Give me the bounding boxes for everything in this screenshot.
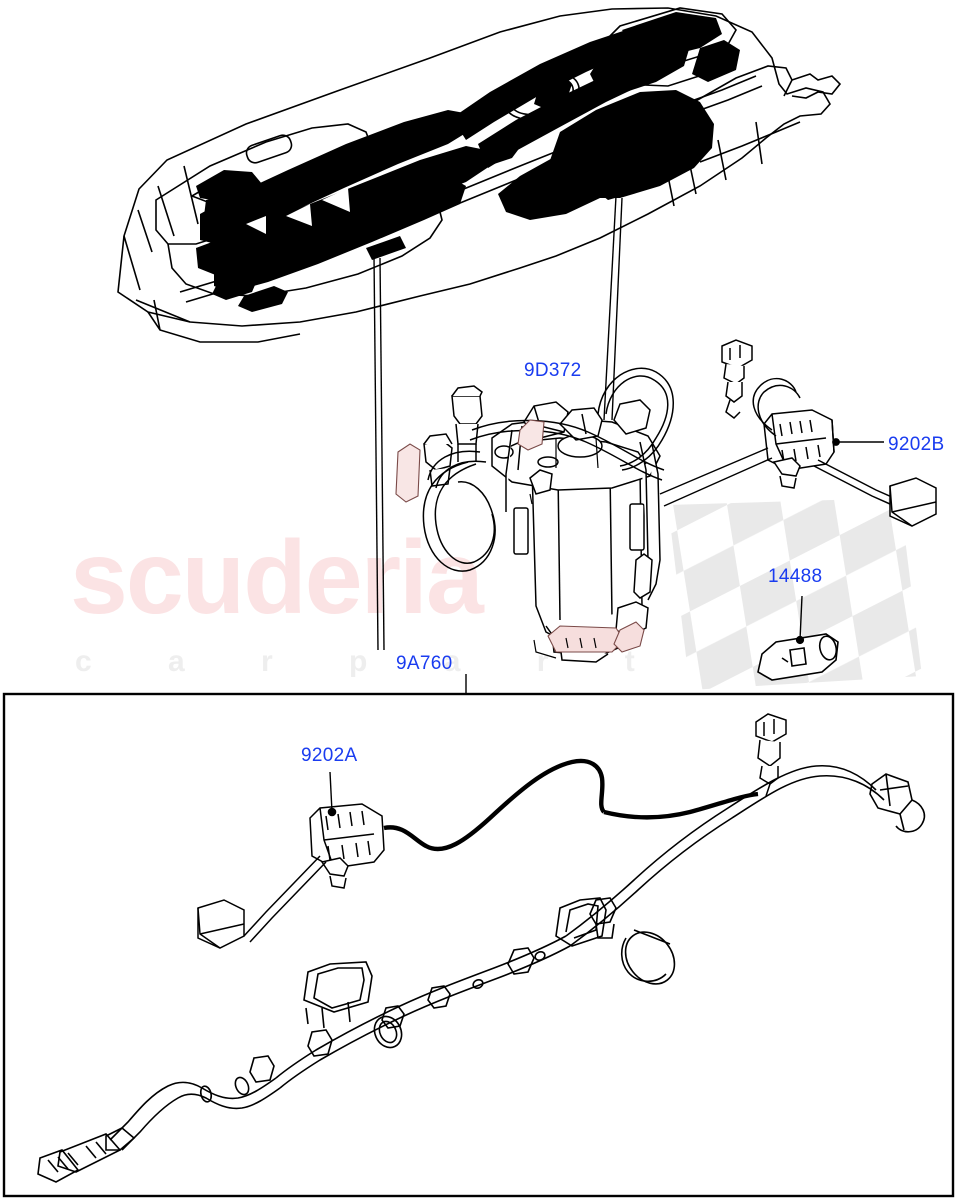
fuel-line-harness — [37, 764, 926, 1183]
leader-lines-tank — [373, 195, 623, 651]
callout-9A760[interactable]: 9A760 — [396, 653, 453, 674]
lower-panel-border — [2, 692, 955, 1198]
watermark-brand: scuderia — [70, 520, 484, 636]
fuel-pump-module-details — [395, 419, 645, 659]
fuel-line-clip — [757, 633, 839, 681]
callout-9202A[interactable]: 9202A — [301, 745, 358, 766]
fuel-level-sender-right — [721, 339, 937, 527]
fuel-level-sender-left — [197, 758, 606, 949]
fuel-pump-module — [422, 367, 674, 663]
leader-line-clip — [795, 595, 805, 645]
callout-9D372[interactable]: 9D372 — [524, 360, 582, 381]
fuel-tank-internal-components — [196, 12, 740, 312]
harness-connector-upper — [755, 713, 787, 797]
watermark-tagline: c a r p a r t s — [75, 645, 762, 678]
callout-14488[interactable]: 14488 — [768, 566, 823, 587]
leader-line-sender-left — [327, 771, 337, 817]
leader-lines-sender-right — [659, 438, 884, 507]
callout-9202B[interactable]: 9202B — [888, 434, 945, 455]
